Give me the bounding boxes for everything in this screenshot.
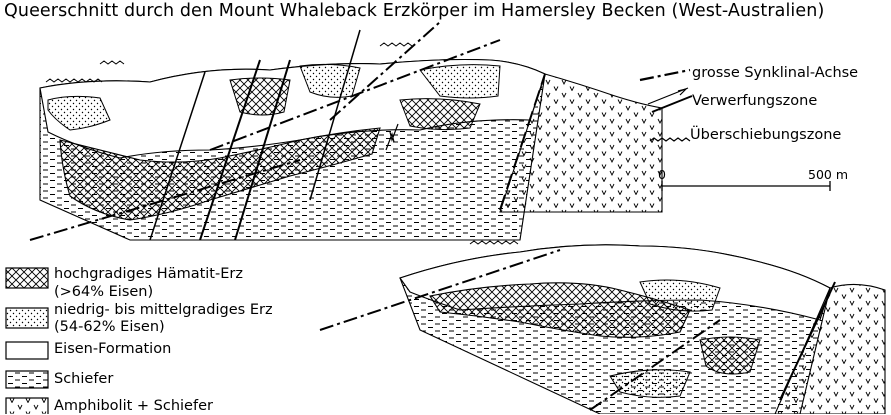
upper-fault-3 <box>149 71 206 241</box>
legend-high-grade-label: hochgradiges Hämatit-Erz <box>54 266 243 282</box>
lower-syncline-axis-1 <box>319 249 561 331</box>
upper-fault-1 <box>199 59 261 241</box>
legend-high-grade-sublabel: (>64% Eisen) <box>54 284 154 300</box>
upper-thrust-zone-2 <box>99 60 125 65</box>
scale-end-label: 500 m <box>808 167 849 182</box>
scale-start-label: 0 <box>658 167 666 182</box>
lower-thrust-zone <box>469 240 519 245</box>
lower-amphibolite <box>774 283 886 414</box>
legend-swatch-high-grade <box>5 267 49 289</box>
lower-low-grade-ore-1 <box>639 279 721 312</box>
lower-syncline-axis-2 <box>589 319 721 411</box>
legend-iron-formation-label: Eisen-Formation <box>54 341 172 357</box>
upper-high-grade-ore-2 <box>229 77 291 116</box>
upper-thrust-zone-3 <box>379 42 413 47</box>
legend-swatch-low-grade <box>5 307 49 329</box>
upper-fault-2 <box>234 59 291 241</box>
lower-high-grade-ore-2 <box>699 336 761 375</box>
key-syncline-axis-label: grosse Synklinal-Achse <box>692 65 859 81</box>
key-fault-zone-label: Verwerfungszone <box>692 93 818 109</box>
scale-bar <box>661 181 831 191</box>
structural-key <box>639 68 831 191</box>
legend-shale-label: Schiefer <box>54 371 114 387</box>
key-thrust-zone-symbol <box>649 137 691 142</box>
upper-low-grade-ore <box>47 95 111 131</box>
key-syncline-axis-symbol <box>639 68 691 82</box>
upper-fault-5 <box>499 73 546 211</box>
lower-fault-1 <box>779 281 836 401</box>
key-fault-zone-symbol <box>647 87 693 113</box>
upper-thrust-zone-1 <box>45 78 103 83</box>
upper-low-grade-ore-3 <box>419 64 501 99</box>
upper-syncline-axis-2 <box>209 39 501 151</box>
upper-high-grade-ore-3 <box>399 98 481 131</box>
lower-section <box>319 240 886 414</box>
legend-low-grade-label: niedrig- bis mittelgradiges Erz <box>54 302 273 318</box>
key-thrust-zone-label: Überschiebungszone <box>690 127 842 143</box>
upper-section <box>29 21 663 241</box>
legend-swatches <box>5 267 49 414</box>
legend-swatch-amphibolite <box>5 397 49 414</box>
legend-swatch-iron-formation <box>5 341 49 360</box>
upper-fault-arrow <box>385 123 399 151</box>
legend-amphibolite-label: Amphibolit + Schiefer <box>54 398 213 414</box>
legend-swatch-shale <box>5 370 49 389</box>
lower-low-grade-ore-2 <box>609 369 691 398</box>
diagram-title: Queerschnitt durch den Mount Whaleback E… <box>4 1 825 21</box>
legend-low-grade-sublabel: (54-62% Eisen) <box>54 319 165 335</box>
upper-fault-4 <box>309 29 361 201</box>
